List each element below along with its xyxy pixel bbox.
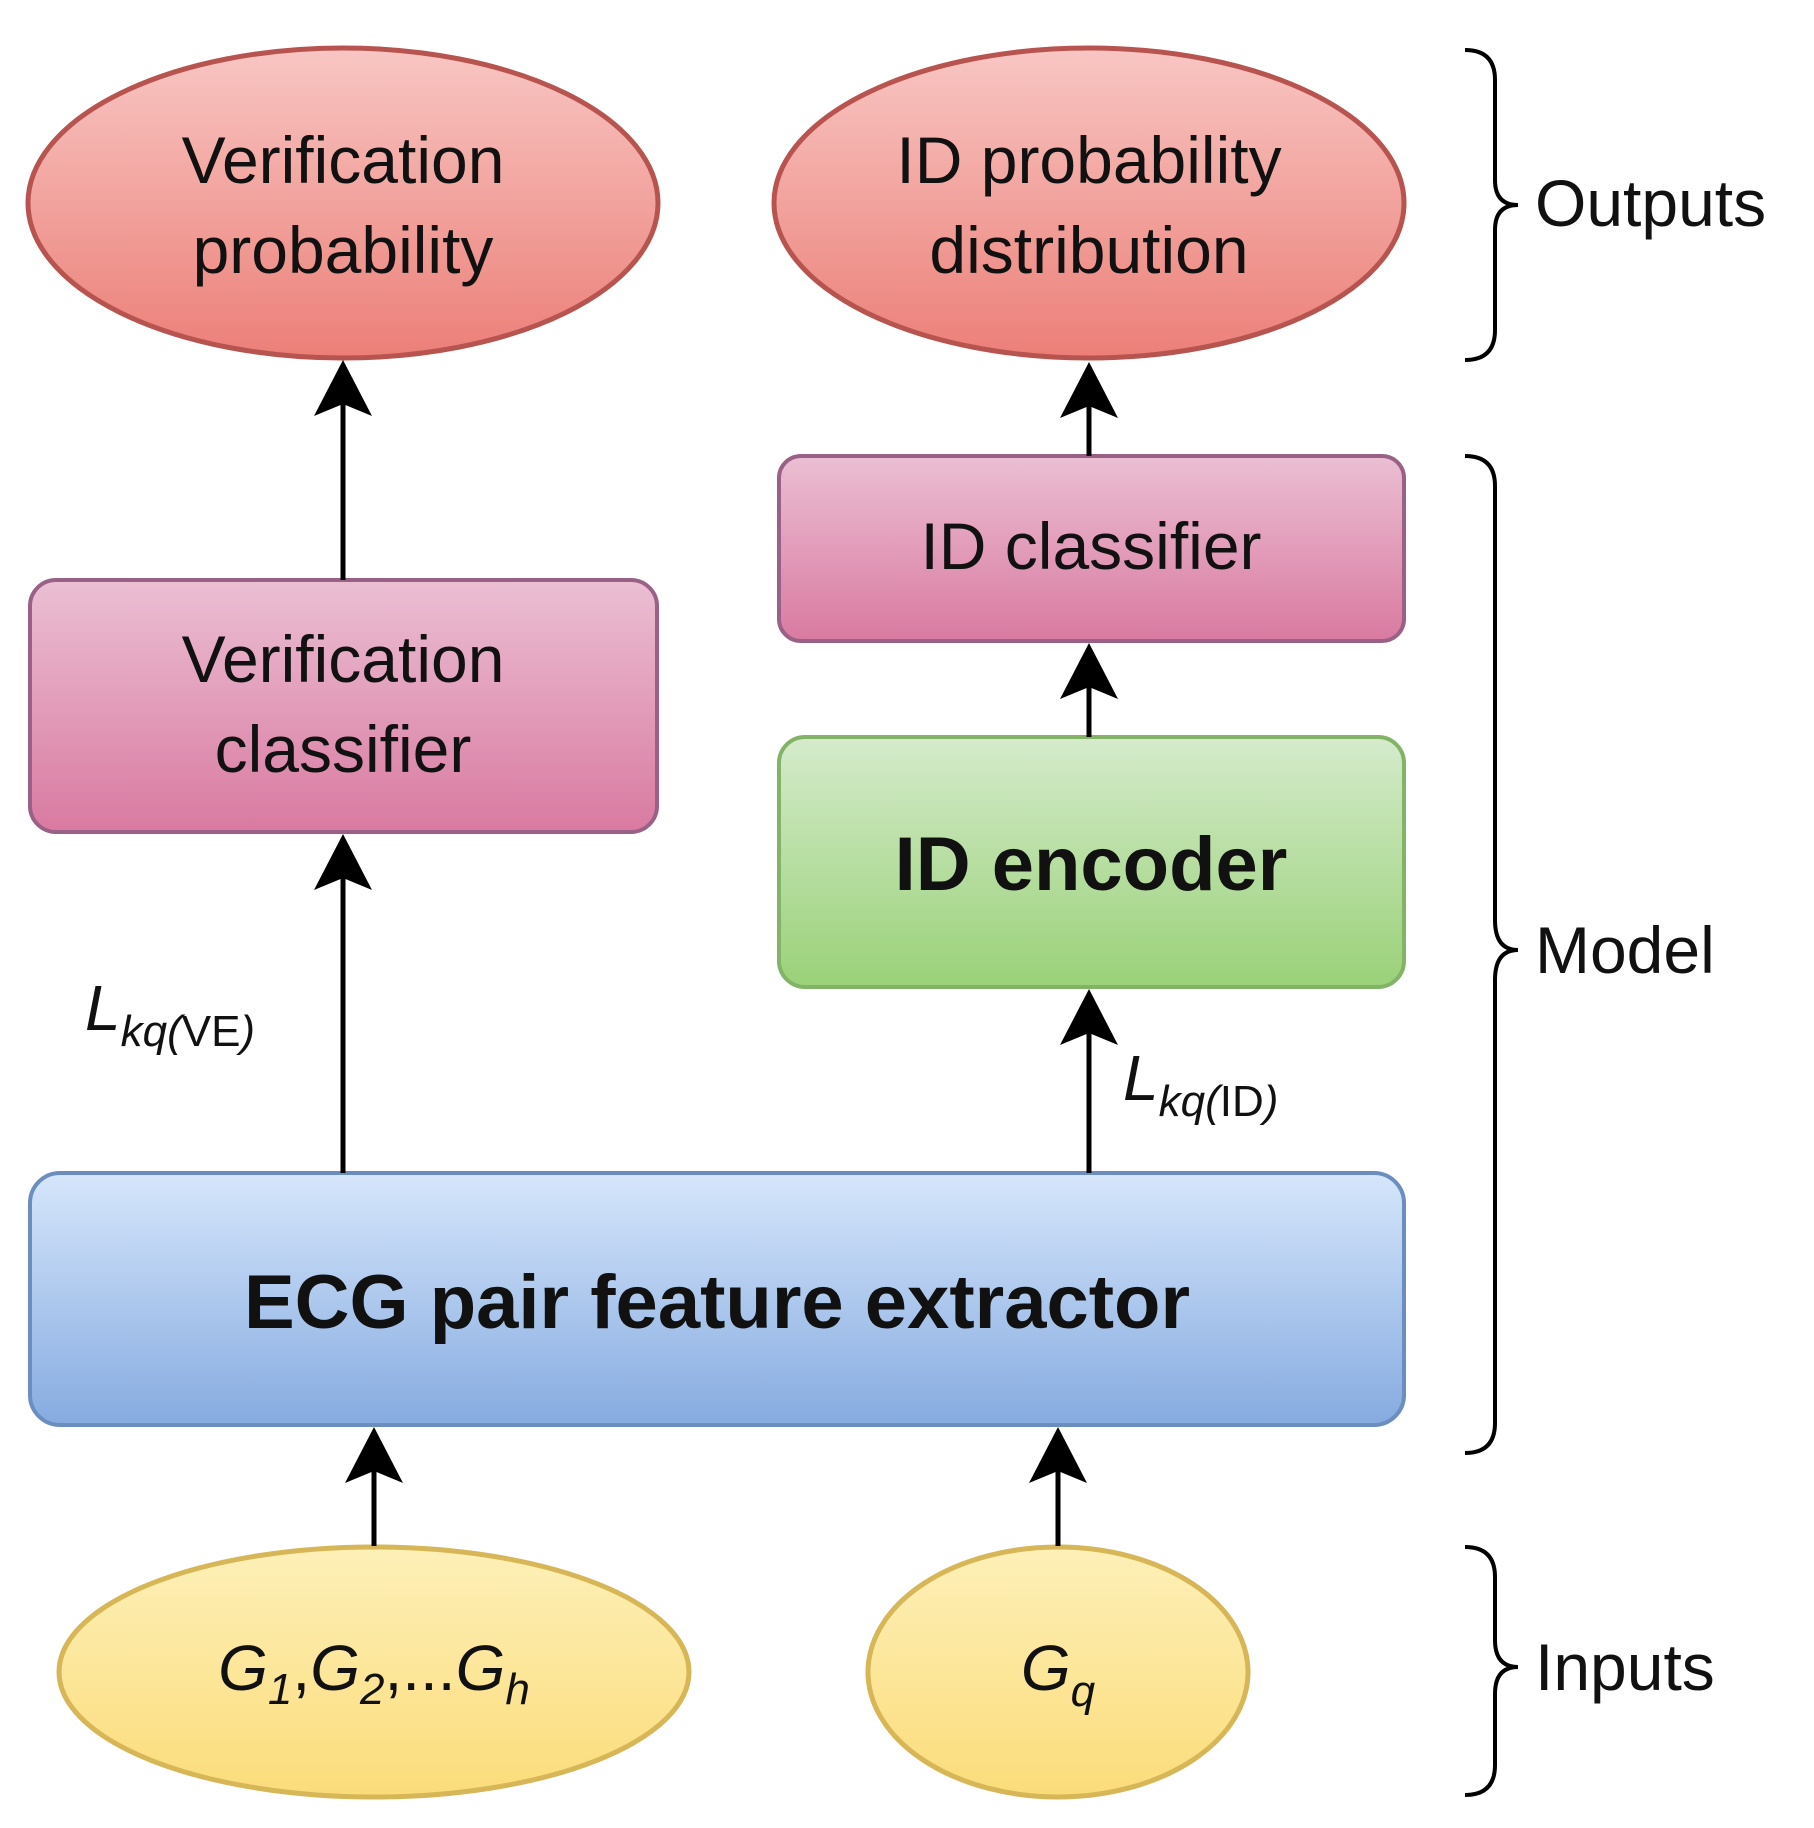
arrowheads xyxy=(314,360,1118,1483)
outputs-brace xyxy=(1464,48,1519,362)
verification-classifier-label-line2: classifier xyxy=(215,712,472,786)
verification-classifier-label-line1: Verification xyxy=(182,622,505,696)
verification-classifier-node xyxy=(28,578,659,834)
arrowhead-verification-classifier xyxy=(314,834,372,890)
gallery-inputs-label: G1,G2,...Gh xyxy=(218,1632,530,1714)
braces xyxy=(1464,48,1519,1797)
id-classifier-label: ID classifier xyxy=(920,509,1261,583)
gallery-inputs-node xyxy=(56,1544,692,1800)
ecg-pair-feature-extractor-node xyxy=(28,1171,1406,1427)
model-group-label: Model xyxy=(1535,913,1715,987)
query-input-node xyxy=(865,1544,1251,1800)
verification-loss-label: Lkq(VE) xyxy=(85,972,255,1056)
arrowhead-id-output xyxy=(1060,362,1118,418)
arrowhead-id-classifier xyxy=(1060,643,1118,699)
outputs-group-label: Outputs xyxy=(1535,166,1766,240)
ecg-pair-feature-extractor-label: ECG pair feature extractor xyxy=(244,1260,1190,1345)
inputs-group-label: Inputs xyxy=(1535,1630,1715,1704)
arrowhead-id-encoder xyxy=(1060,989,1118,1045)
arrowhead-extractor-left xyxy=(345,1427,403,1483)
verification-probability-label-line2: probability xyxy=(193,213,494,287)
model-brace xyxy=(1464,454,1519,1455)
verification-probability-node xyxy=(25,45,661,361)
id-probability-distribution-node xyxy=(771,45,1407,361)
id-encoder-label: ID encoder xyxy=(895,822,1288,907)
id-probability-distribution-label-line1: ID probability xyxy=(896,123,1281,197)
arrowhead-verification-output xyxy=(314,360,372,416)
verification-probability-label-line1: Verification xyxy=(182,123,505,197)
query-input-label: Gq xyxy=(1021,1632,1096,1716)
arrowhead-extractor-right xyxy=(1029,1427,1087,1483)
id-probability-distribution-label-line2: distribution xyxy=(929,213,1248,287)
id-loss-label: Lkq(ID) xyxy=(1123,1042,1278,1126)
inputs-brace xyxy=(1464,1545,1519,1797)
